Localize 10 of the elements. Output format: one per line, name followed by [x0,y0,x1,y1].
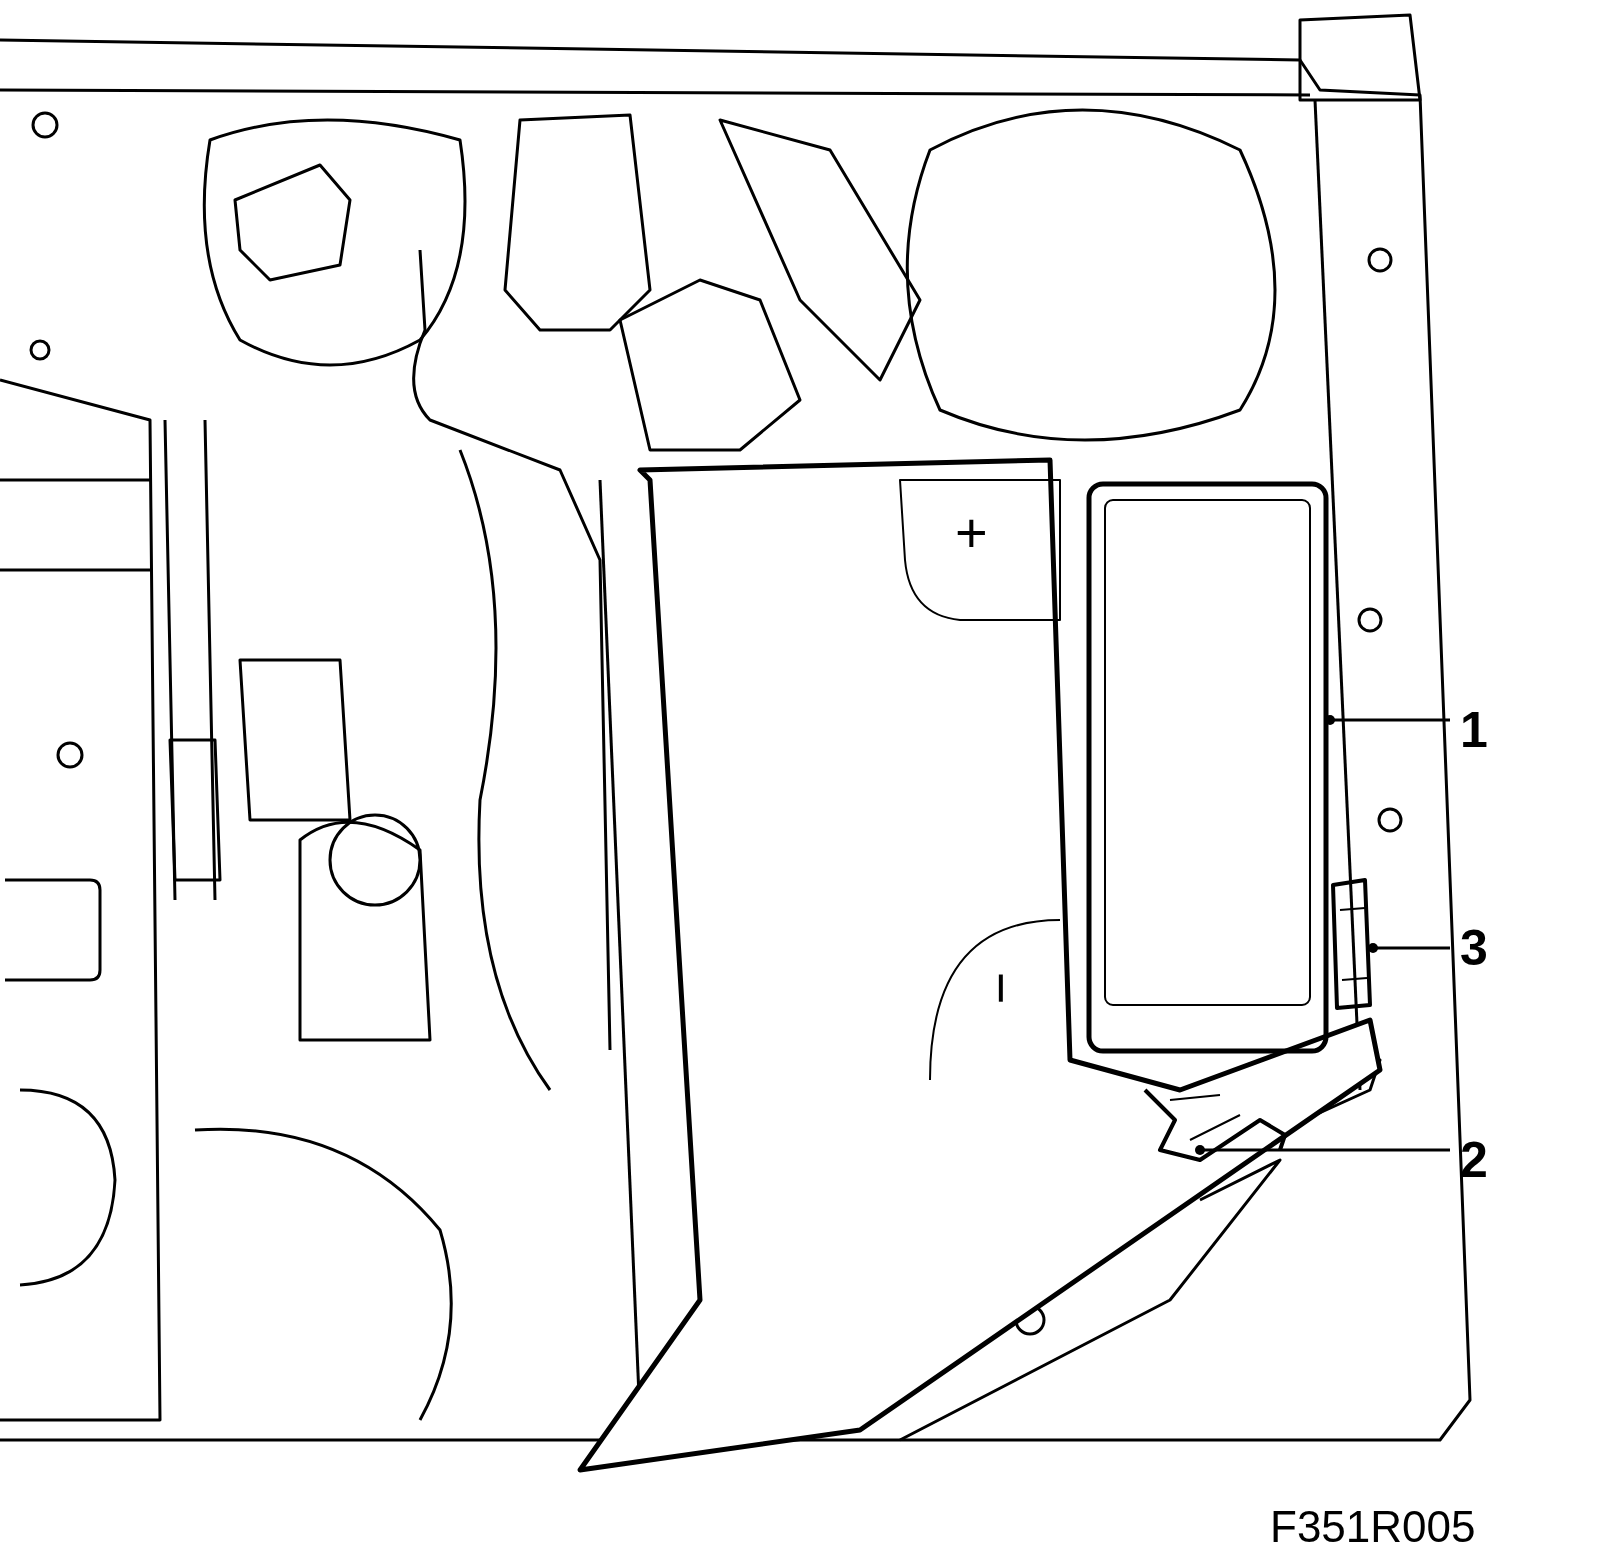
figure-code: F351R005 [1270,1505,1476,1549]
callout-number: 3 [1460,923,1496,973]
leader-line [1325,715,1450,725]
callout-number: 1 [1460,705,1496,755]
polarity-mark: + [955,505,988,561]
fuse-box [1085,480,1330,1055]
leader-line [1368,943,1450,953]
leader-line [1195,1145,1450,1155]
callout-number: 2 [1460,1135,1496,1185]
polarity-mark: − [973,971,1030,1005]
